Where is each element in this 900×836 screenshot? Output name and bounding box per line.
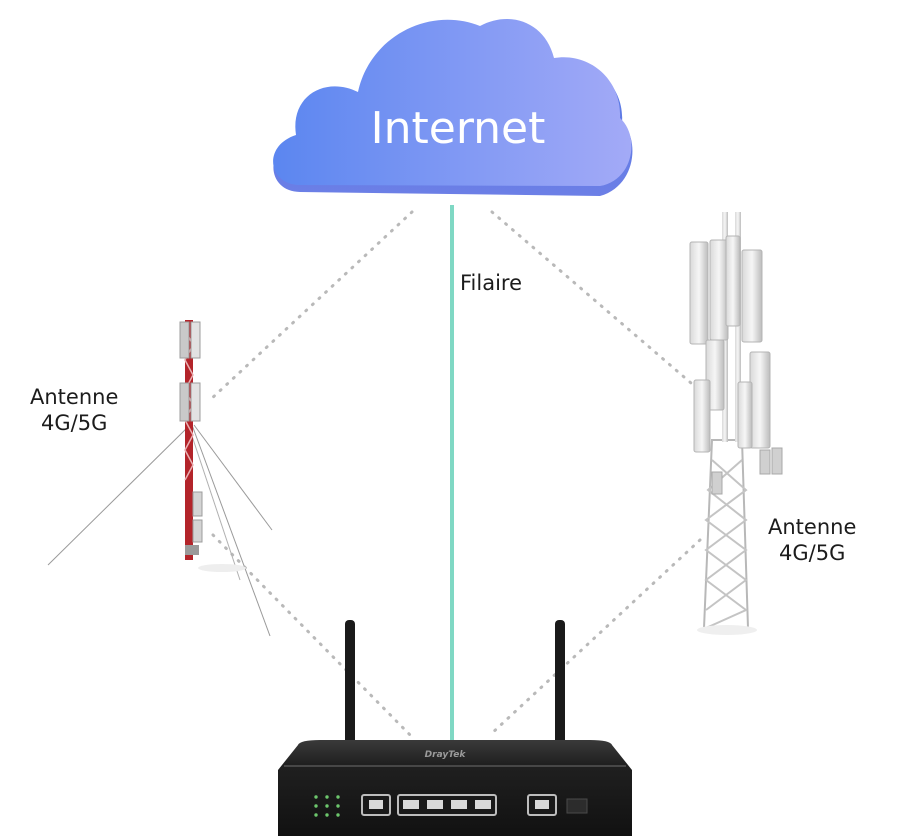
left-antenna-label: Antenne 4G/5G <box>30 384 118 436</box>
left-antenna-label-line1: Antenne <box>30 385 119 409</box>
internet-cloud: Internet <box>273 19 633 196</box>
router: DrayTek <box>278 620 632 836</box>
right-antenna-label-line1: Antenne <box>768 515 857 539</box>
link-right-antenna-router <box>488 538 702 737</box>
router-antenna-left <box>345 620 355 744</box>
right-antenna-label-line2: 4G/5G <box>779 541 846 565</box>
left-antenna-tower <box>47 320 273 637</box>
router-brand-logo: DrayTek <box>425 750 467 760</box>
router-antenna-right <box>555 620 565 744</box>
wired-connection-label: Filaire <box>460 271 523 295</box>
cloud-label: Internet <box>371 103 546 154</box>
router-leds <box>314 795 340 817</box>
left-antenna-label-line2: 4G/5G <box>41 411 108 435</box>
right-antenna-label: Antenne 4G/5G <box>768 514 856 566</box>
wireless-links <box>208 210 707 742</box>
link-cloud-left-antenna <box>208 210 414 402</box>
right-antenna-tower <box>689 212 783 635</box>
link-cloud-right-antenna <box>490 210 707 397</box>
router-ports <box>361 794 557 816</box>
router-usb-port <box>566 798 588 814</box>
link-left-antenna-router <box>211 533 417 742</box>
